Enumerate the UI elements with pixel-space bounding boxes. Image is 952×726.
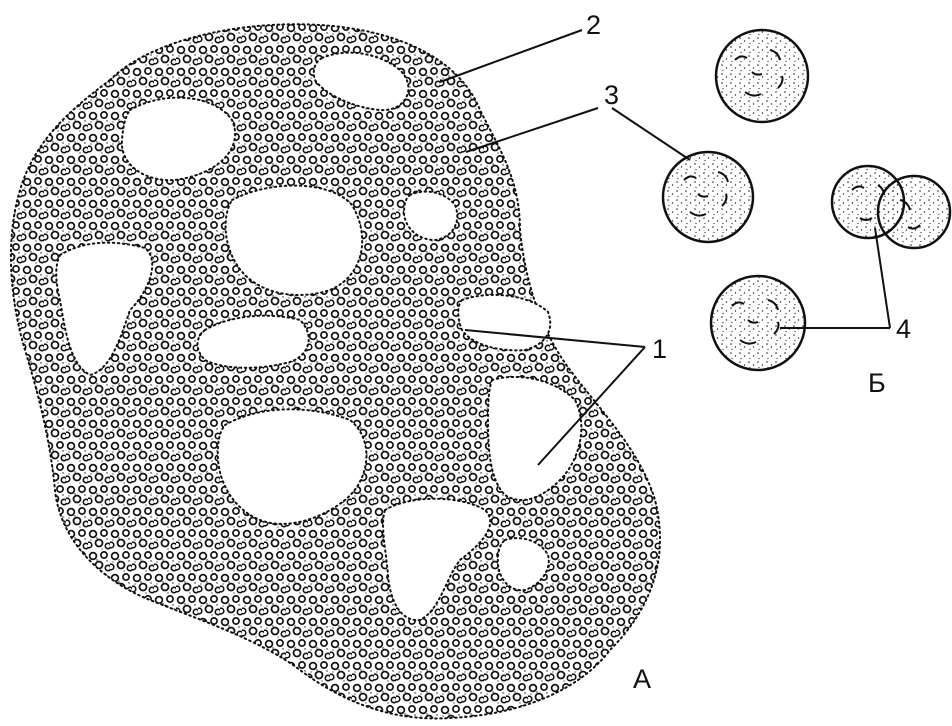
panel-label-a: А — [633, 664, 651, 694]
leader-line-4b — [875, 228, 890, 328]
lymphoid-nodule — [663, 152, 753, 242]
lymphoid-tissue-mass — [11, 24, 660, 718]
panel-label-b: Б — [868, 368, 886, 398]
label-4: 4 — [896, 314, 911, 344]
tissue-outline — [11, 24, 660, 718]
dividing-nodule — [832, 166, 950, 248]
leader-line-3b — [612, 108, 690, 160]
label-2: 2 — [586, 10, 601, 40]
lymphoid-nodule — [711, 276, 805, 370]
label-1: 1 — [652, 334, 667, 364]
label-3: 3 — [604, 80, 619, 110]
lymphoid-nodule — [716, 30, 808, 122]
leader-line-2 — [440, 30, 582, 82]
